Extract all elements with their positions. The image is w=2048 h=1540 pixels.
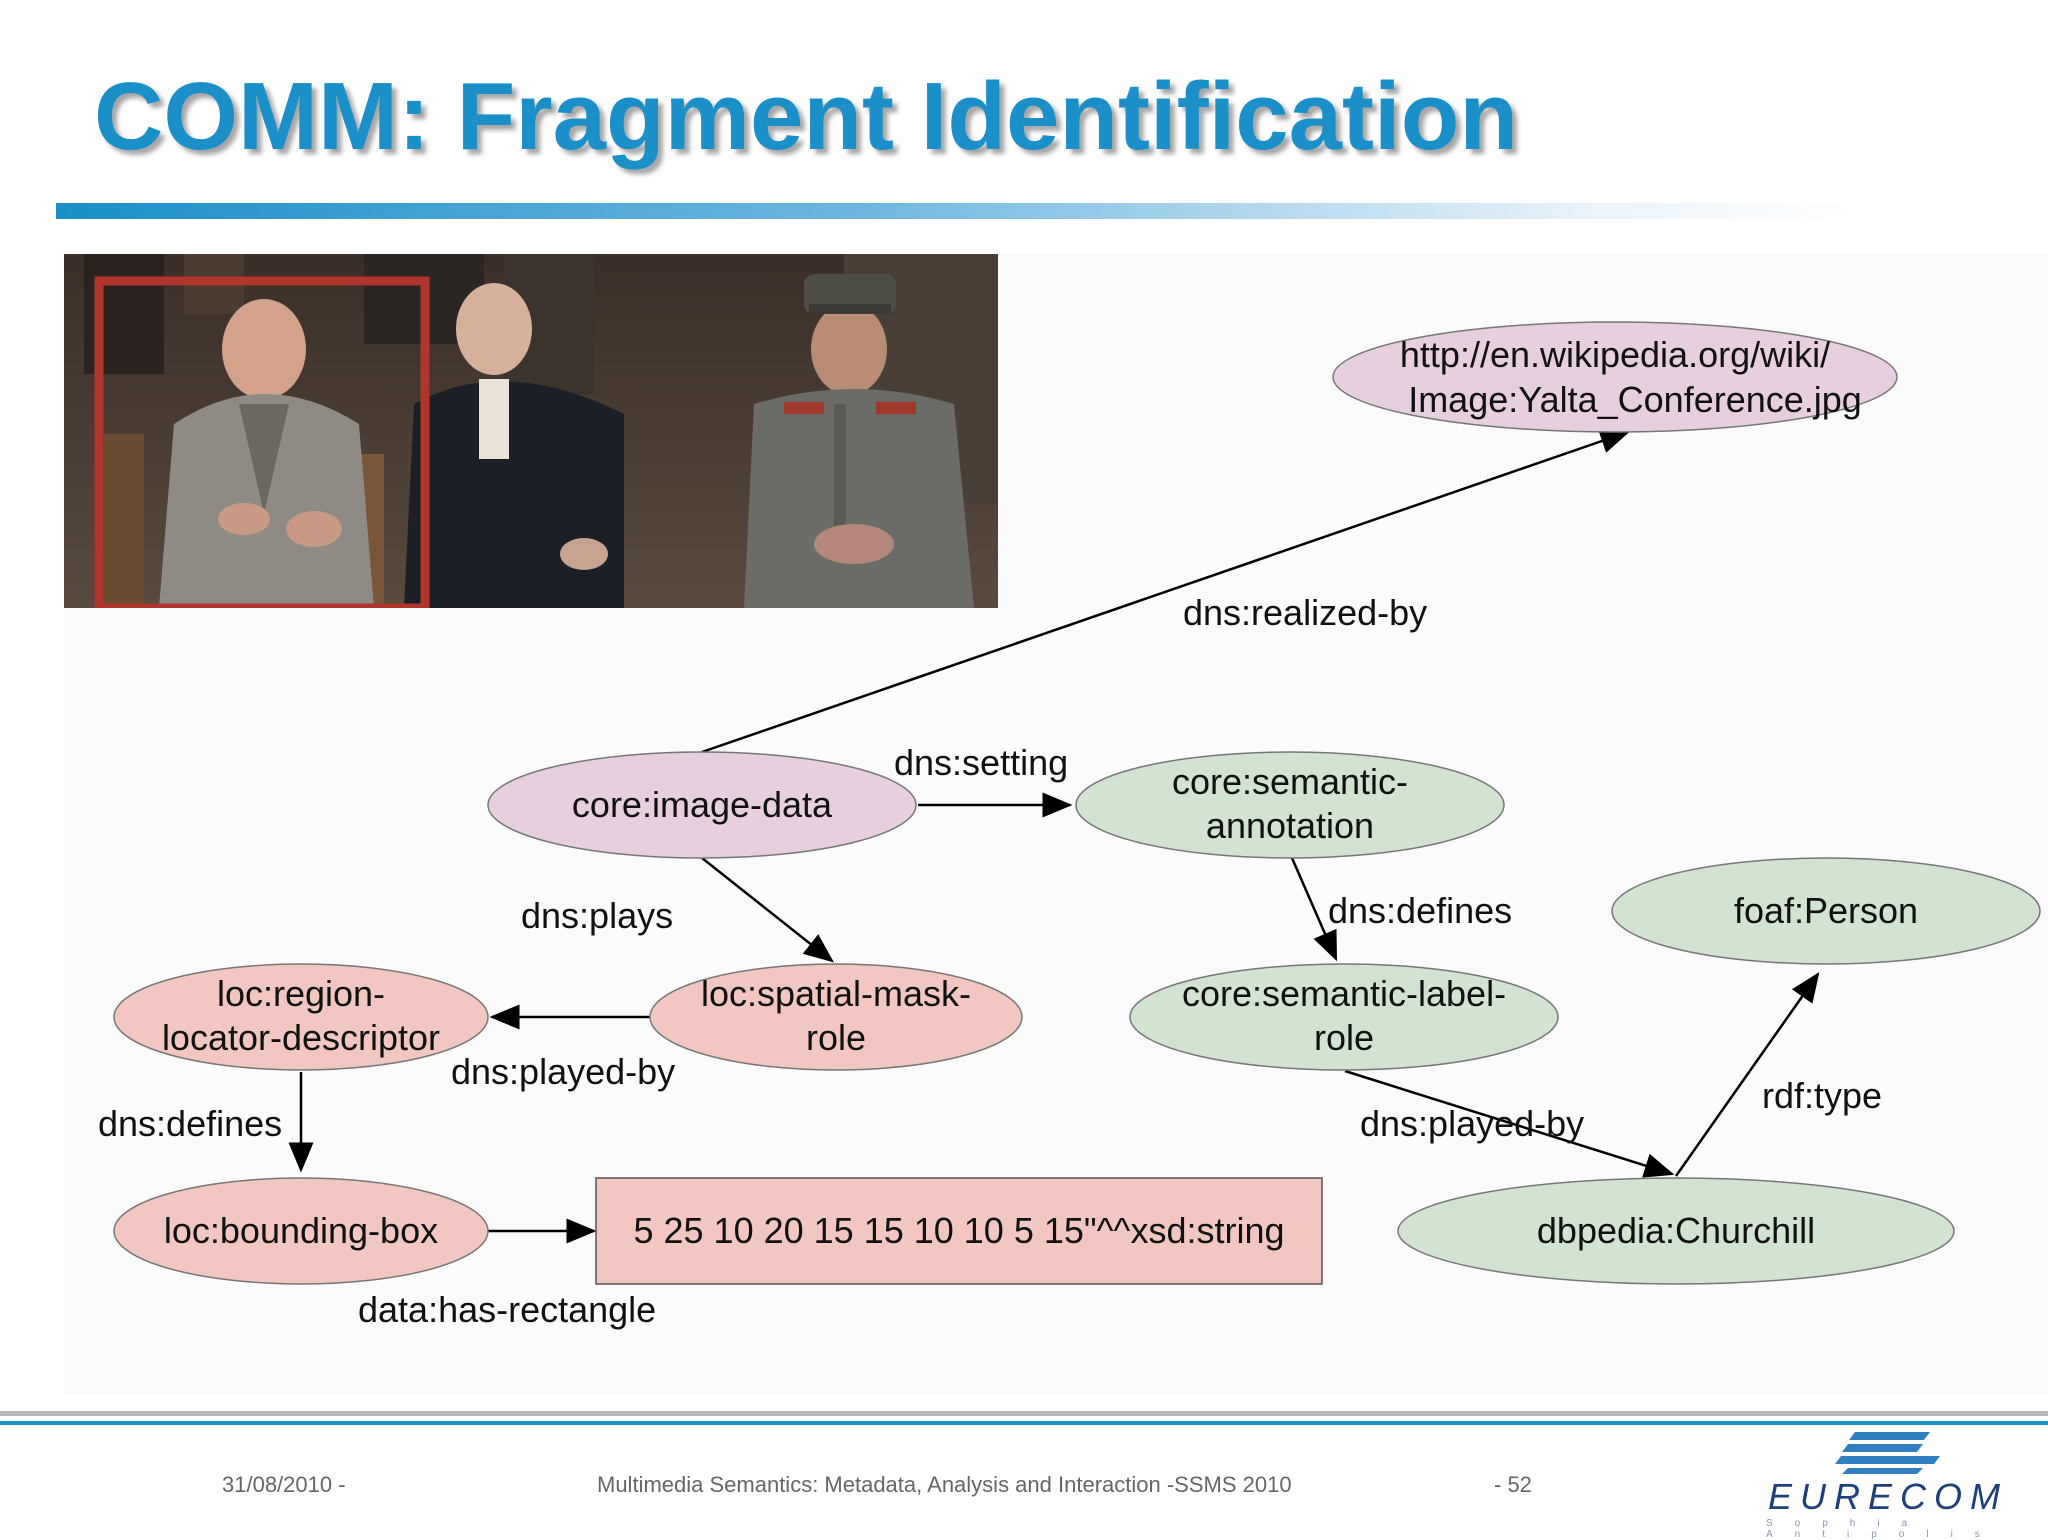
node-label-line: 5 25 10 20 15 15 10 10 5 15"^^xsd:string [633, 1210, 1284, 1251]
footer-accent-rule [0, 1421, 2048, 1425]
title-rule [56, 203, 1856, 219]
edge-setting: dns:setting [894, 742, 1073, 818]
node-label-line: core:semantic-label- [1182, 973, 1506, 1014]
node-label-line: role [806, 1017, 866, 1058]
edge-label-defines-semantic: dns:defines [1328, 890, 1512, 931]
node-label-line: role [1314, 1017, 1374, 1058]
photo-illustration [64, 254, 998, 608]
node-foaf-person: foaf:Person [1611, 857, 2041, 965]
edge-defines-region: dns:defines [98, 1072, 314, 1173]
node-dbpedia-churchill: dbpedia:Churchill [1397, 1177, 1955, 1285]
node-semantic-annotation: core:semantic- annotation [1075, 751, 1505, 859]
node-label-line: loc:bounding-box [164, 1210, 438, 1251]
edge-label-defines-region: dns:defines [98, 1103, 282, 1144]
edge-label-setting: dns:setting [894, 742, 1068, 783]
node-label-line: core:semantic- [1172, 761, 1408, 802]
edge-label-played-by-churchill: dns:played-by [1360, 1103, 1584, 1144]
footer-event-title: Multimedia Semantics: Metadata, Analysis… [597, 1472, 1292, 1497]
footer-page-number: - 52 [1494, 1472, 1532, 1497]
edge-played-by-region: dns:played-by [451, 1004, 675, 1092]
node-bounding-box: loc:bounding-box [113, 1177, 489, 1285]
node-label-line: Image:Yalta_Conference.jpg [1408, 379, 1862, 420]
edge-label-realized-by: dns:realized-by [1183, 592, 1427, 633]
footer-date: 31/08/2010 - [222, 1472, 346, 1497]
node-label-line: locator-descriptor [162, 1017, 440, 1058]
node-label-line: loc:spatial-mask- [701, 973, 971, 1014]
eurecom-logo-text: EURECOM [1768, 1476, 2009, 1517]
edge-rdf-type: rdf:type [1674, 971, 1882, 1177]
node-rectangle-literal: 5 25 10 20 15 15 10 10 5 15"^^xsd:string [595, 1177, 1323, 1285]
node-image-data: core:image-data [487, 751, 917, 859]
edge-label-has-rectangle: data:has-rectangle [358, 1289, 656, 1330]
footer-rule [0, 1411, 2048, 1416]
node-semantic-label-role: core:semantic-label- role [1129, 963, 1559, 1071]
edge-label-played-by-region: dns:played-by [451, 1051, 675, 1092]
edge-defines-semantic: dns:defines [1290, 857, 1512, 962]
node-wiki-image: http://en.wikipedia.org/wiki/ Image:Yalt… [1332, 321, 1898, 433]
node-label-line: dbpedia:Churchill [1537, 1210, 1815, 1251]
eurecom-logo-subtext: Sophia Antipolis [1766, 1518, 2002, 1540]
node-label-line: loc:region- [217, 973, 385, 1014]
node-spatial-mask-role: loc:spatial-mask- role [649, 963, 1023, 1071]
node-label-line: annotation [1206, 805, 1374, 846]
edge-label-rdf-type: rdf:type [1762, 1075, 1882, 1116]
edge-has-rectangle: data:has-rectangle [358, 1218, 656, 1330]
edge-plays: dns:plays [521, 857, 834, 963]
slide-title: COMM: Fragment Identification [94, 63, 1518, 170]
node-label-line: core:image-data [572, 784, 833, 825]
edge-realized-by: dns:realized-by [701, 429, 1631, 754]
node-label-line: http://en.wikipedia.org/wiki/ [1400, 334, 1830, 375]
yalta-conference-photo [64, 254, 998, 608]
edge-played-by-churchill: dns:played-by [1344, 1069, 1675, 1178]
edge-label-plays: dns:plays [521, 895, 673, 936]
node-region-locator: loc:region- locator-descriptor [113, 963, 489, 1071]
eurecom-logo-mark [1835, 1432, 1940, 1474]
node-label-line: foaf:Person [1734, 890, 1918, 931]
